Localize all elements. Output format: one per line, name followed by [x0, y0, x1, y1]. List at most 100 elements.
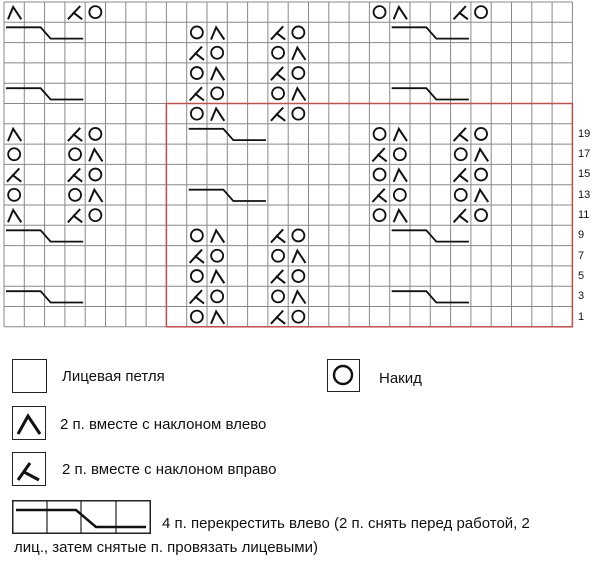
k2tog-left-icon [210, 65, 226, 81]
cable-cross-icon [391, 26, 469, 40]
yarn-over-icon [291, 25, 306, 40]
k2tog-left-icon [473, 187, 490, 203]
k2tog-left-icon [392, 167, 408, 183]
k2tog-right-icon [270, 25, 286, 41]
yarn-over-icon [372, 208, 387, 223]
yarn-over-icon [474, 167, 488, 182]
k2tog-right-icon [371, 188, 388, 203]
k2tog-left-icon [210, 106, 226, 122]
cable-cross-icon [6, 290, 84, 304]
yarn-over-icon [210, 289, 225, 304]
k2tog-right-icon [188, 289, 205, 305]
yarn-over-icon [210, 86, 225, 101]
k2tog-left-icon [210, 268, 226, 284]
k2tog-right-icon [452, 167, 469, 183]
cable-cross-icon [391, 290, 469, 304]
k2tog-right-icon [67, 167, 83, 183]
yarn-over-icon [291, 228, 306, 243]
k2tog-right-symbol [12, 452, 46, 486]
repeat-outline [165, 102, 574, 328]
row-number: 7 [578, 249, 585, 262]
cable-label: 4 п. перекрестить влево (2 п. снять пере… [14, 515, 530, 556]
yarn-over-icon [291, 106, 306, 121]
yarn-over-icon [68, 147, 82, 162]
cable-cross-icon [188, 127, 266, 141]
yarn-over-icon [474, 5, 488, 20]
yarn-over-icon [271, 248, 285, 263]
row-number: 17 [578, 148, 591, 161]
yarn-over-icon [189, 309, 204, 324]
k2tog-left-icon [7, 4, 23, 20]
knit-stitch-label: Лицевая петля [62, 368, 165, 385]
k2tog-right-icon [452, 127, 469, 142]
yarn-over-symbol [327, 359, 360, 392]
chart-grid [3, 1, 573, 328]
yarn-over-icon [7, 187, 22, 202]
yarn-over-icon [189, 269, 204, 283]
row-number: 9 [578, 229, 585, 242]
k2tog-left-icon [88, 146, 104, 162]
yarn-over-icon [189, 66, 204, 80]
yarn-over-icon [88, 127, 103, 141]
k2tog-right-icon [270, 309, 286, 325]
yarn-over-icon [392, 187, 407, 202]
yarn-over-icon [189, 25, 204, 40]
yarn-over-icon [372, 167, 387, 182]
k2tog-right-icon [188, 248, 205, 264]
yarn-over-icon [372, 127, 387, 141]
knit-stitch-symbol [12, 359, 47, 393]
yarn-over-icon [392, 147, 407, 162]
yarn-over-icon [88, 208, 103, 223]
cable-cross-icon [6, 229, 84, 243]
yarn-over-icon [291, 269, 306, 283]
yarn-over-icon [291, 309, 306, 324]
yarn-over-icon [68, 187, 82, 202]
yarn-over-icon [372, 5, 387, 20]
row-number: 3 [578, 290, 585, 303]
yarn-over-icon [189, 228, 204, 243]
k2tog-left-icon [392, 126, 408, 142]
row-number: 5 [578, 269, 585, 282]
k2tog-left-icon [210, 228, 226, 244]
k2tog-right-icon [188, 45, 205, 61]
k2tog-right-label: 2 п. вместе с наклоном вправо [62, 461, 277, 478]
k2tog-left-icon [210, 25, 226, 41]
k2tog-left-icon [291, 45, 307, 61]
k2tog-left-icon [88, 187, 104, 203]
cable-cross-icon [391, 87, 469, 101]
yarn-over-icon [210, 248, 225, 263]
k2tog-right-icon [6, 167, 22, 183]
row-number: 1 [578, 310, 585, 323]
row-number: 11 [578, 209, 590, 221]
k2tog-right-icon [371, 147, 388, 163]
cable-cross-icon [6, 26, 84, 40]
k2tog-right-icon [67, 5, 83, 21]
yarn-over-icon [271, 45, 285, 60]
yarn-over-icon [7, 147, 22, 162]
k2tog-left-icon [16, 413, 42, 435]
k2tog-left-icon [392, 207, 408, 223]
k2tog-right-icon [270, 228, 286, 244]
yarn-over-icon [474, 127, 488, 141]
row-number: 15 [578, 168, 591, 181]
k2tog-left-symbol [12, 406, 46, 440]
yarn-over-icon [453, 187, 468, 202]
k2tog-left-icon [7, 207, 23, 223]
k2tog-left-icon [473, 146, 490, 162]
k2tog-left-icon [291, 86, 307, 102]
yarn-over-icon [88, 5, 103, 20]
yarn-over-icon [291, 66, 306, 80]
k2tog-right-icon [270, 66, 286, 81]
cable-icon [12, 500, 151, 534]
k2tog-right-icon [452, 208, 469, 224]
k2tog-left-icon [7, 126, 23, 142]
yarn-over-icon [88, 167, 103, 182]
yarn-over-icon [271, 86, 285, 101]
k2tog-left-label: 2 п. вместе с наклоном влево [60, 416, 267, 433]
yarn-over-icon [271, 289, 285, 304]
knitting-chart [3, 1, 574, 328]
yarn-over-icon [210, 45, 225, 60]
cable-symbol [12, 500, 151, 534]
yarn-over-icon [189, 106, 204, 121]
row-number: 13 [578, 188, 591, 201]
